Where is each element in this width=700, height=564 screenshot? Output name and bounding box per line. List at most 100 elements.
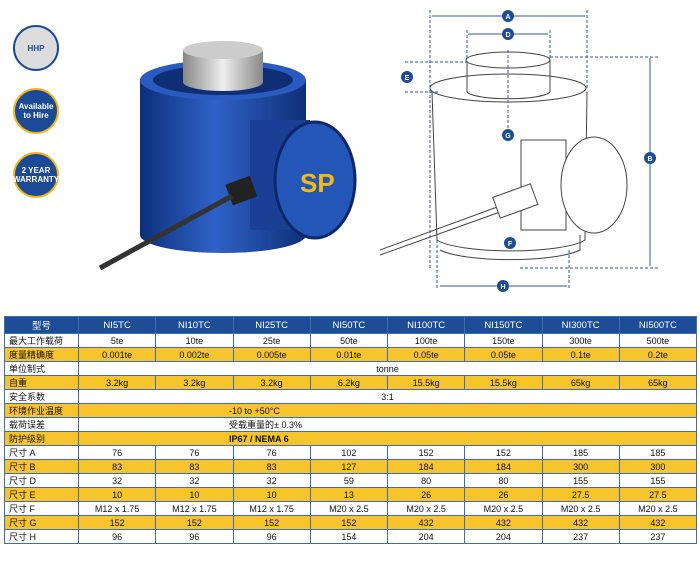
- row-label: 载荷误差: [4, 417, 79, 432]
- hhp-label: HHP: [27, 43, 45, 53]
- cell: M12 x 1.75: [77, 501, 157, 516]
- cell: 300: [618, 459, 698, 474]
- cell: 432: [386, 515, 466, 530]
- cell: 32: [77, 473, 157, 488]
- table-row: 载荷误差受载重量的± 0.3%: [4, 417, 697, 432]
- svg-text:G: G: [505, 133, 511, 140]
- cell: 83: [232, 459, 311, 474]
- column-header: NI500TC: [618, 316, 698, 334]
- cell: 300te: [541, 333, 620, 348]
- row-value: 受载重量的± 0.3%: [78, 417, 697, 432]
- row-value: IP67 / NEMA 6: [78, 431, 697, 446]
- dim-a-marker: A: [502, 10, 514, 22]
- cell: 96: [155, 529, 234, 544]
- cell: 6.2kg: [309, 375, 389, 390]
- dim-h-marker: H: [497, 280, 509, 292]
- svg-text:D: D: [505, 32, 510, 39]
- cell: 96: [232, 529, 311, 544]
- cell: 83: [77, 459, 157, 474]
- cell: 27.5: [618, 487, 698, 502]
- row-label: 单位制式: [4, 361, 79, 376]
- cell: 10: [155, 487, 234, 502]
- cell: 154: [309, 529, 389, 544]
- cell: 80: [386, 473, 466, 488]
- cell: 152: [77, 515, 157, 530]
- cell: 0.1te: [541, 347, 620, 362]
- hhp-badge: HHP: [13, 25, 59, 71]
- cell: 185: [541, 445, 620, 460]
- row-label: 尺寸 D: [4, 473, 79, 488]
- cell: 127: [309, 459, 389, 474]
- cell: 32: [155, 473, 234, 488]
- cell: 3.2kg: [77, 375, 157, 390]
- cell: M20 x 2.5: [464, 501, 543, 516]
- cell: 3.2kg: [232, 375, 311, 390]
- cell: 155: [618, 473, 698, 488]
- cell: 432: [541, 515, 620, 530]
- column-header: NI100TC: [386, 316, 466, 334]
- sp-logo: SP: [300, 168, 335, 198]
- cell: 13: [309, 487, 389, 502]
- row-label: 自重: [4, 375, 79, 390]
- row-label: 安全系数: [4, 389, 79, 404]
- row-label: 环境作业温度: [4, 403, 79, 418]
- row-label: 防护级别: [4, 431, 79, 446]
- cell: 237: [618, 529, 698, 544]
- cell: M12 x 1.75: [155, 501, 234, 516]
- cell: 0.002te: [155, 347, 234, 362]
- warranty-badge: 2 YEAR WARRANTY: [13, 152, 59, 198]
- cell: M12 x 1.75: [232, 501, 311, 516]
- cell: 83: [155, 459, 234, 474]
- cell: M20 x 2.5: [386, 501, 466, 516]
- warranty-label: 2 YEAR WARRANTY: [12, 166, 60, 184]
- row-label: 尺寸 F: [4, 501, 79, 516]
- cell: 25te: [232, 333, 311, 348]
- row-value: 3:1: [78, 389, 697, 404]
- cell: M20 x 2.5: [541, 501, 620, 516]
- cell: 100te: [386, 333, 466, 348]
- cell: M20 x 2.5: [618, 501, 698, 516]
- table-row: 环境作业温度-10 to +50°C: [4, 403, 697, 418]
- cell: 15.5kg: [386, 375, 466, 390]
- row-label: 尺寸 G: [4, 515, 79, 530]
- cell: 76: [155, 445, 234, 460]
- cell: 26: [386, 487, 466, 502]
- cell: 80: [464, 473, 543, 488]
- cell: 204: [464, 529, 543, 544]
- dim-d-marker: D: [502, 28, 514, 40]
- cell: 65kg: [618, 375, 698, 390]
- row-label: 最大工作载荷: [4, 333, 79, 348]
- cell: 0.05te: [464, 347, 543, 362]
- cell: 300: [541, 459, 620, 474]
- row-label: 尺寸 A: [4, 445, 79, 460]
- cell: 65kg: [541, 375, 620, 390]
- cell: 432: [618, 515, 698, 530]
- cell: 50te: [309, 333, 389, 348]
- cell: 0.005te: [232, 347, 311, 362]
- cell: 15.5kg: [464, 375, 543, 390]
- cell: 150te: [464, 333, 543, 348]
- cell: 0.05te: [386, 347, 466, 362]
- cell: 76: [77, 445, 157, 460]
- product-illustrations: SP A D E G B F H: [98, 10, 660, 292]
- column-header: NI5TC: [77, 316, 157, 334]
- cell: 152: [155, 515, 234, 530]
- cell: 10te: [155, 333, 234, 348]
- cell: 237: [541, 529, 620, 544]
- cell: 185: [618, 445, 698, 460]
- cell: 32: [232, 473, 311, 488]
- cell: 152: [309, 515, 389, 530]
- cell: 152: [232, 515, 311, 530]
- column-header: NI10TC: [155, 316, 234, 334]
- row-value: tonne: [78, 361, 697, 376]
- cell: 27.5: [541, 487, 620, 502]
- svg-text:A: A: [505, 14, 510, 21]
- row-label: 尺寸 B: [4, 459, 79, 474]
